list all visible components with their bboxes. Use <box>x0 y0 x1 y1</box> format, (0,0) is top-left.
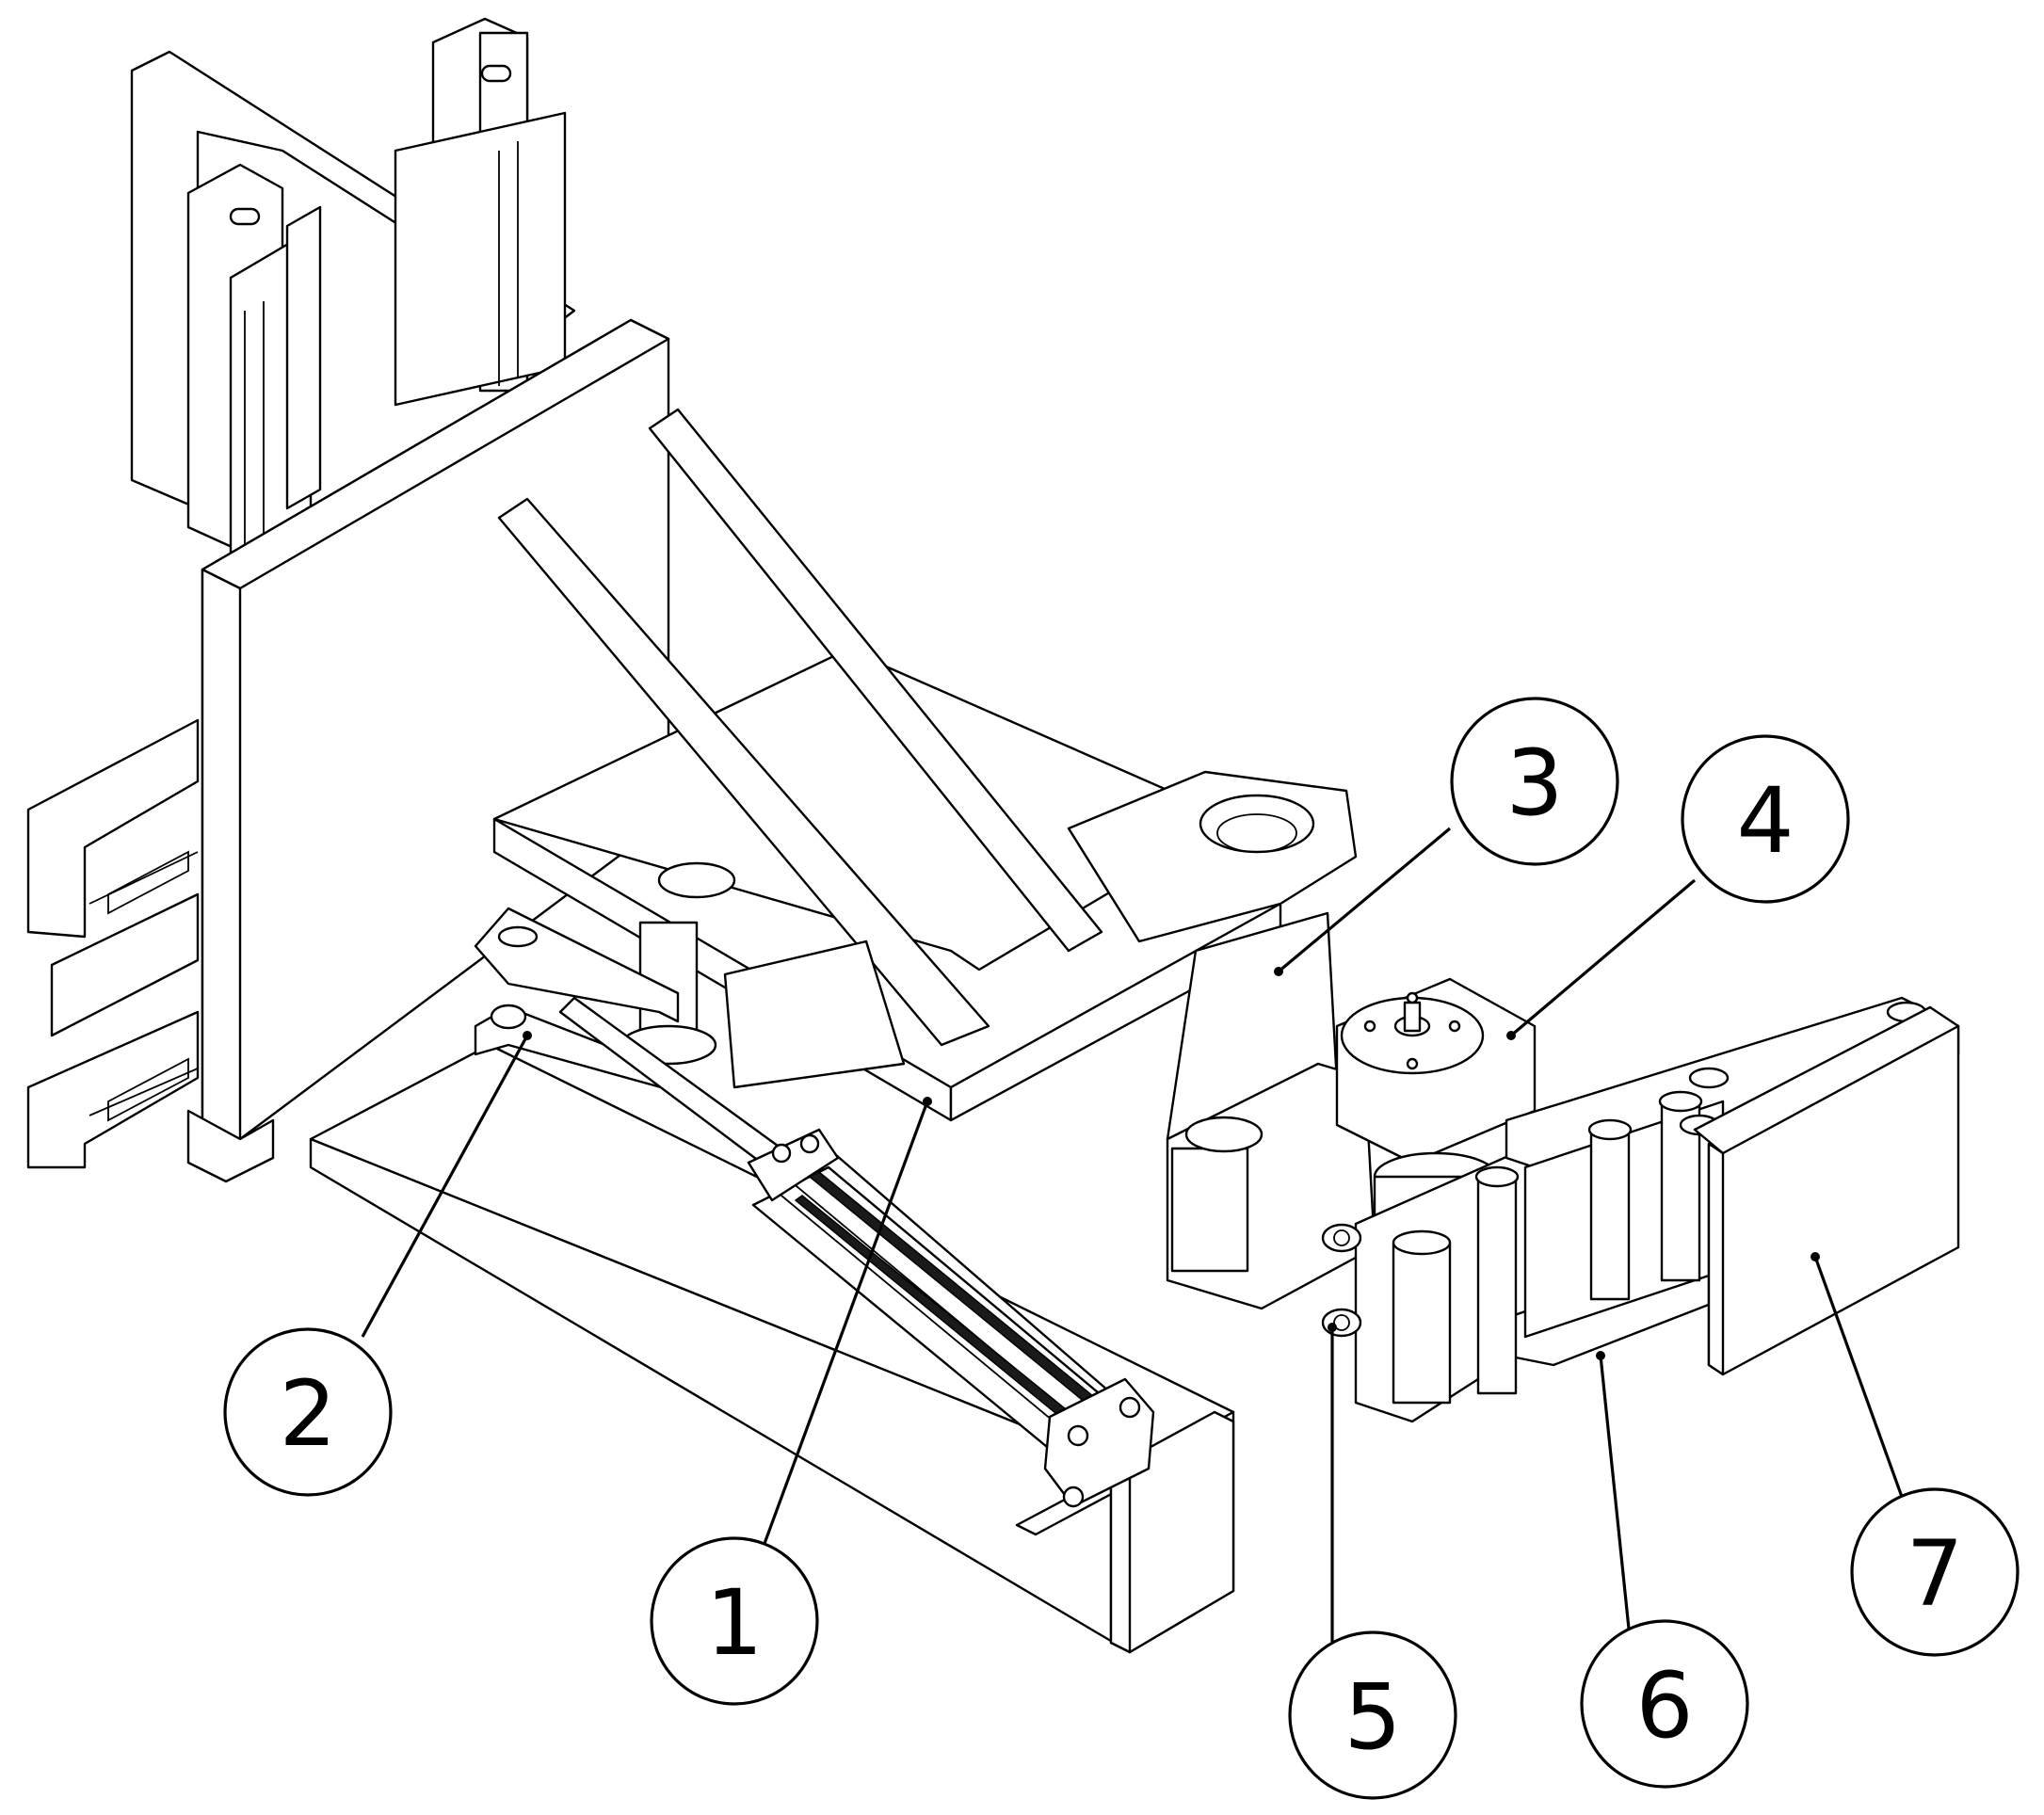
horizontal-rails <box>26 718 200 1169</box>
callout-1-label: 1 <box>705 1570 763 1676</box>
callout-4: 4 <box>1681 734 1850 904</box>
vertical-rail-frame <box>130 17 576 557</box>
clevis-pivot <box>474 907 783 1169</box>
gripper-jaw-plate <box>1693 1005 1960 1376</box>
callout-6-label: 6 <box>1635 1653 1693 1759</box>
callout-2: 2 <box>223 1327 393 1497</box>
callout-7: 7 <box>1850 1487 2020 1657</box>
callout-4-label: 4 <box>1736 768 1794 874</box>
callout-6: 6 <box>1580 1619 1749 1789</box>
callout-3-balloon <box>1450 697 1619 866</box>
callout-5-balloon <box>1288 1630 1457 1800</box>
callout-7-balloon <box>1850 1487 2020 1657</box>
callout-5-label: 5 <box>1344 1664 1401 1770</box>
gripper-arms <box>1474 996 1960 1395</box>
callout-2-balloon <box>223 1327 393 1497</box>
vertical-mounting-plate <box>186 318 670 1183</box>
callout-1: 1 <box>650 1536 819 1706</box>
callout-3-label: 3 <box>1505 731 1563 836</box>
callout-6-balloon <box>1580 1619 1749 1789</box>
swing-arm-bracket <box>492 408 1358 1141</box>
leader-lines <box>361 827 1904 1652</box>
callout-2-label: 2 <box>279 1361 336 1467</box>
callout-1-balloon <box>650 1536 819 1706</box>
pneumatic-cylinder <box>747 1128 1155 1508</box>
callout-5: 5 <box>1288 1630 1457 1800</box>
callout-4-balloon <box>1681 734 1850 904</box>
callout-7-label: 7 <box>1906 1521 1963 1627</box>
callout-3: 3 <box>1450 697 1619 866</box>
